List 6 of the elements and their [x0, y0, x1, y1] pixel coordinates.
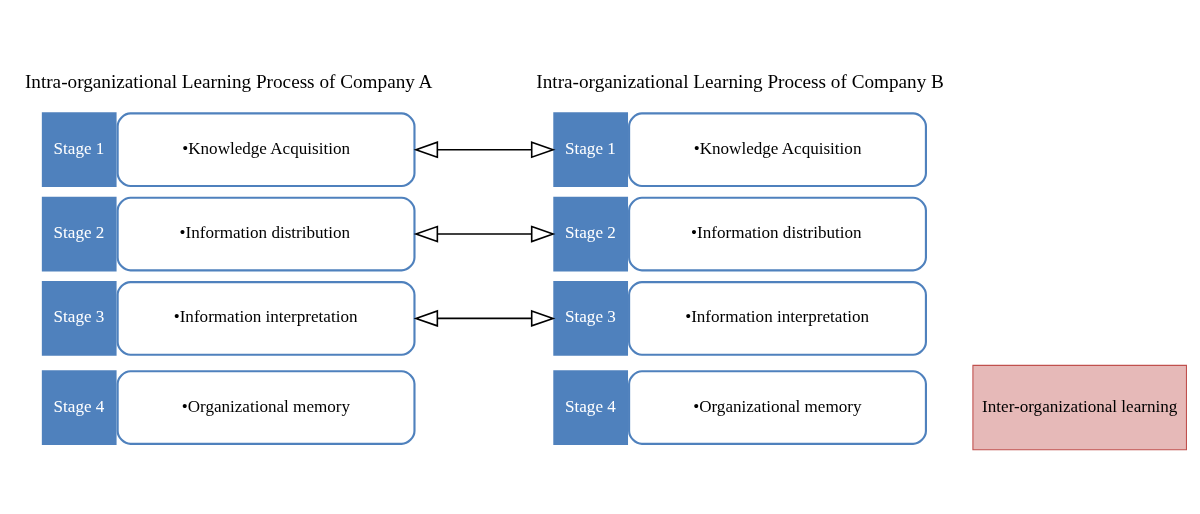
label: Intra-organizational Learning Process of Company A — [24, 71, 433, 93]
label: Intra-organizational Learning Process of Company B — [536, 71, 944, 93]
arrow — [413, 309, 556, 327]
node-box: Inter-organizational learning — [972, 364, 1187, 451]
arrow — [413, 225, 556, 243]
arrow — [413, 141, 556, 159]
